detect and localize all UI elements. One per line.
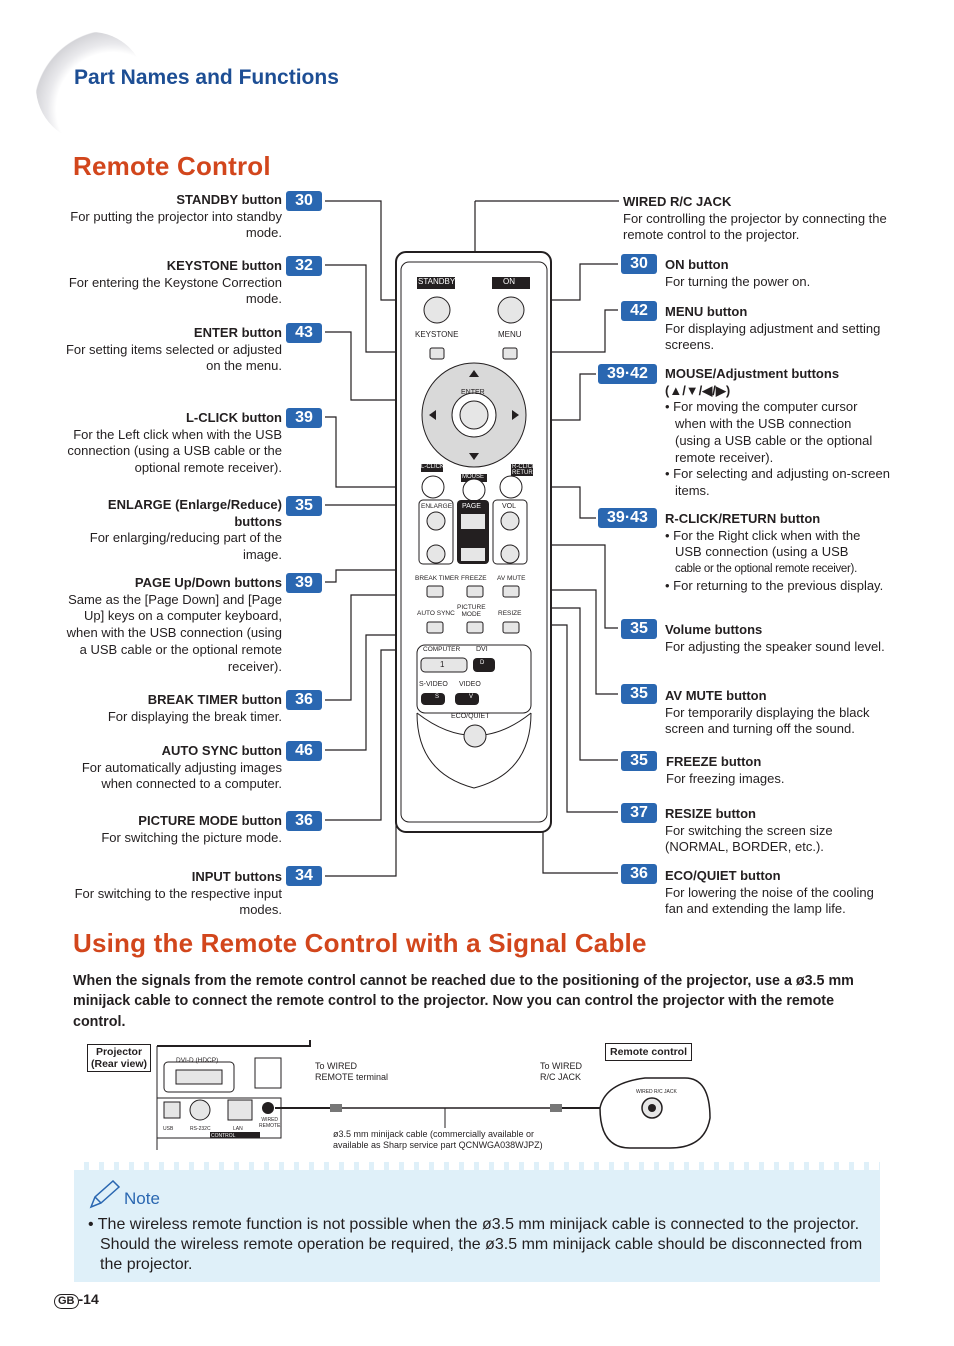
remote-standby-label: STANDBY — [418, 277, 456, 286]
remote-svideo-label: S-VIDEO — [419, 681, 448, 688]
badge-standby: 30 — [286, 191, 322, 211]
remote-c2-label: 2 — [477, 660, 482, 669]
remote-v-label: V — [469, 694, 474, 700]
page-number: GB-14 — [54, 1291, 99, 1309]
badge-avmute: 35 — [621, 684, 657, 704]
cable-diagram — [156, 1040, 711, 1150]
rs232-port-label: RS-232C — [190, 1126, 211, 1132]
note-title: Note — [124, 1189, 160, 1208]
badge-keystone: 32 — [286, 256, 322, 276]
dvi-label: DVI-D (HDCP) — [176, 1057, 219, 1064]
label-mouse: MOUSE/Adjustment buttons(▲/▼/◀/▶)For mov… — [665, 366, 890, 500]
badge-lclick: 39 — [286, 408, 322, 428]
badge-mouse: 39·42 — [598, 364, 657, 384]
section-title: Part Names and Functions — [74, 66, 339, 89]
badge-break: 36 — [286, 690, 322, 710]
remote-vol-label: VOL — [502, 503, 517, 510]
usb-port-label: USB — [163, 1126, 174, 1132]
remote-avmute-label: AV MUTE — [497, 575, 526, 582]
remote-freeze-label: FREEZE — [461, 575, 487, 582]
remote-enlarge-label: ENLARGE — [421, 503, 453, 510]
badge-picture: 36 — [286, 811, 322, 831]
note-text: • The wireless remote function is not po… — [88, 1216, 863, 1273]
badge-autosync: 46 — [286, 741, 322, 761]
remote-d-label: D — [480, 660, 485, 666]
badge-rclick: 39·43 — [598, 508, 657, 528]
remote-eco-label: ECO/QUIET — [451, 713, 490, 720]
badge-eco: 36 — [621, 864, 657, 884]
cable-description: ø3.5 mm minijack cable (commercially ava… — [333, 1129, 543, 1150]
remote-enter-label: ENTER — [461, 389, 485, 396]
remote-page-label: PAGE — [462, 503, 481, 510]
lan-port-label: LAN — [233, 1126, 243, 1132]
remote-menu-label: MENU — [498, 330, 522, 339]
remote-on-label: ON — [503, 277, 515, 286]
badge-resize: 37 — [621, 803, 657, 823]
remote-control-heading: Remote Control — [73, 151, 271, 181]
badge-page: 39 — [286, 573, 322, 593]
remote-computer-label: COMPUTER — [423, 646, 461, 653]
badge-on: 30 — [621, 254, 657, 274]
remote-resize-label: RESIZE — [498, 610, 522, 617]
remote-lclick-label: L-CLICK — [421, 464, 445, 470]
remote-control-illustration — [395, 251, 552, 833]
remote-dvi-label: DVI — [476, 646, 488, 653]
remote-autosync-label: AUTO SYNC — [417, 610, 455, 617]
badge-menu: 42 — [621, 301, 657, 321]
remote-mouse-label: MOUSE — [462, 474, 485, 480]
remote-keystone-label: KEYSTONE — [415, 330, 459, 339]
badge-input: 34 — [286, 866, 322, 886]
badge-freeze: 35 — [621, 751, 657, 771]
badge-enter: 43 — [286, 323, 322, 343]
signal-cable-heading: Using the Remote Control with a Signal C… — [73, 928, 647, 958]
control-label: CONTROL — [211, 1133, 236, 1139]
remote-break-label: BREAK TIMER — [415, 575, 459, 582]
projector-label: Projector(Rear view) — [87, 1044, 152, 1072]
badge-volume: 35 — [621, 619, 657, 639]
remote-jack-label: WIRED R/C JACK — [636, 1089, 677, 1095]
corner-decoration — [36, 32, 146, 142]
remote-video-label: VIDEO — [459, 681, 481, 688]
badge-enlarge: 35 — [286, 496, 322, 516]
remote-c1-label: 1 — [440, 660, 445, 669]
pencil-icon — [89, 1180, 121, 1209]
remote-control-label: Remote control — [605, 1043, 693, 1061]
region-badge: GB — [54, 1294, 79, 1309]
note-box — [74, 1162, 880, 1282]
signal-cable-intro: When the signals from the remote control… — [73, 973, 854, 1030]
remote-s-label: S — [435, 694, 440, 700]
